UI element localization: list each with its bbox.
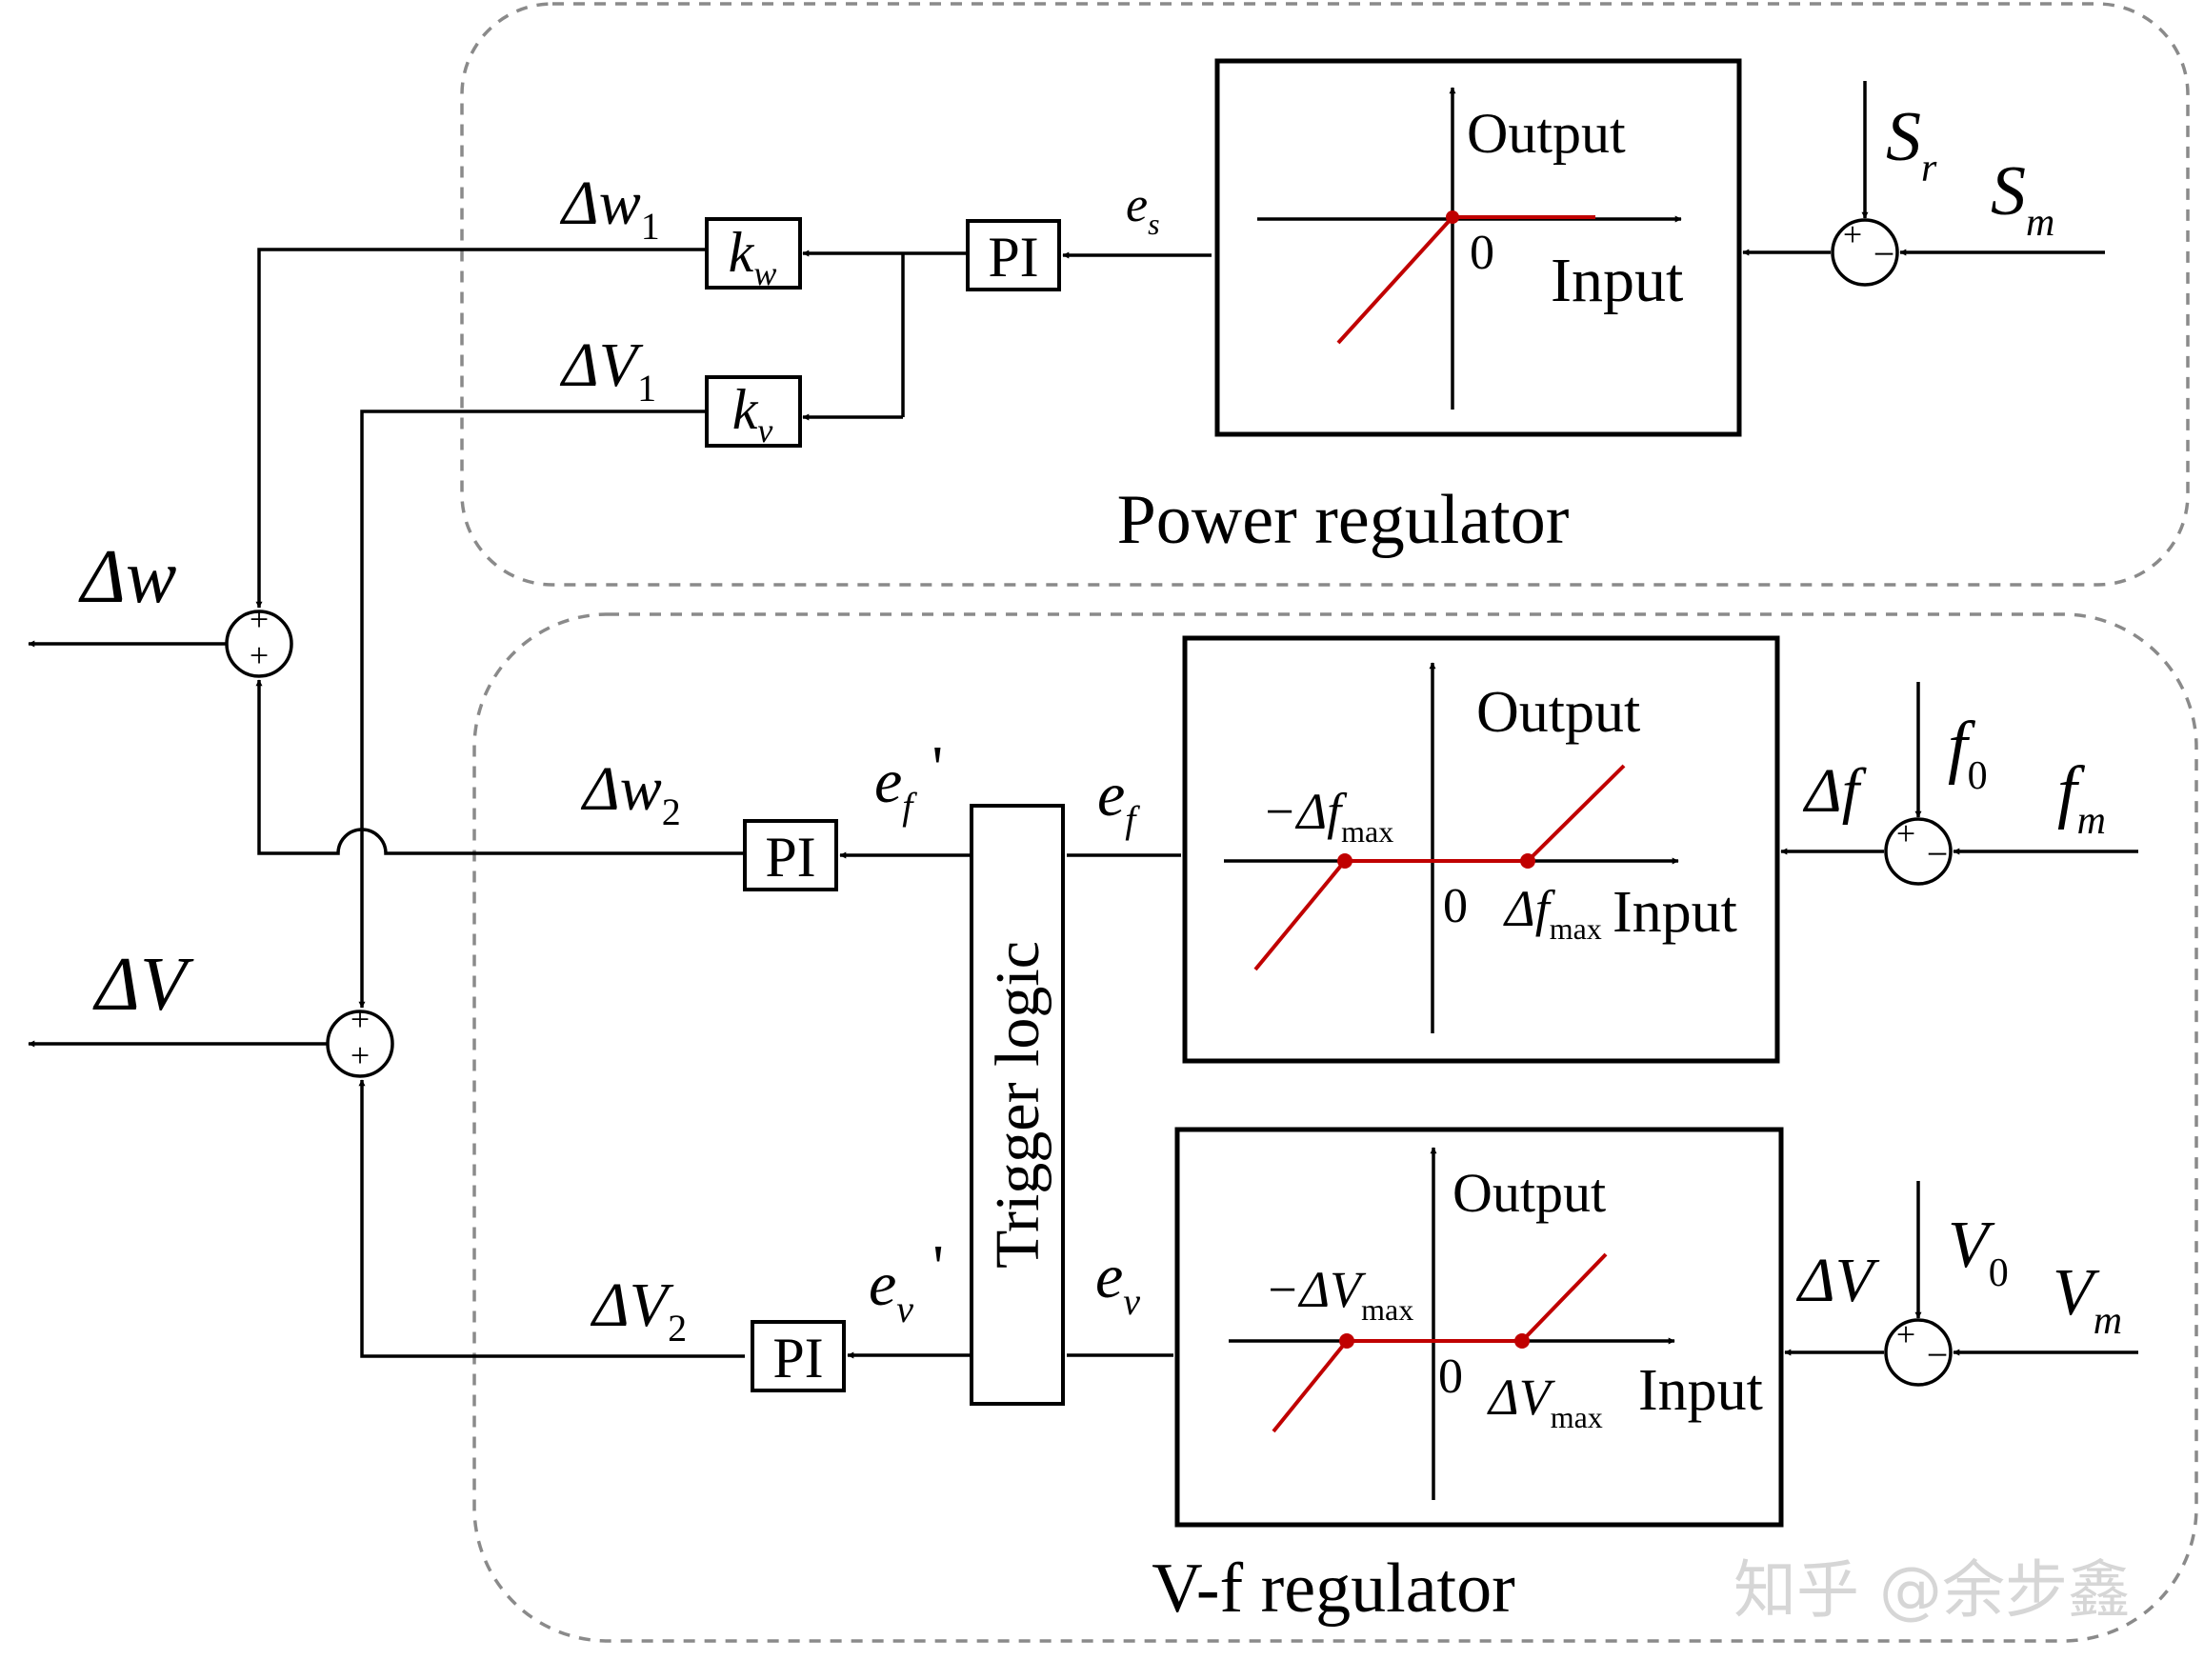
sum-sign-plus: + — [351, 1000, 370, 1038]
dvmax-label: ΔVmax — [1487, 1369, 1603, 1434]
sum-sign-plus: + — [1843, 215, 1862, 253]
dw2-path — [255, 679, 745, 855]
volt-graph-input-label: Input — [1638, 1358, 1763, 1423]
dv2-label: ΔV2 — [590, 1270, 687, 1350]
power-regulator-title: Power regulator — [1117, 481, 1570, 559]
ef-prime-label: ef' — [874, 733, 943, 828]
sum-sign-plus: + — [1896, 1315, 1915, 1353]
dv2-path — [358, 1079, 745, 1358]
dw1-path — [255, 248, 707, 609]
volt-characteristic-curve — [1272, 1252, 1608, 1433]
power-deadzone-box — [1214, 58, 1742, 437]
ef-label: ef — [1097, 760, 1140, 841]
sum-sign-plus: + — [250, 600, 269, 638]
freq-deadzone-box — [1182, 635, 1780, 1064]
kv-label: kv — [732, 378, 773, 450]
sum-sign-plus: + — [351, 1036, 370, 1074]
freq-pi-block — [743, 819, 838, 891]
power-origin-point — [1446, 210, 1459, 224]
volt-pi-block — [751, 1320, 846, 1392]
power-graph-zero-label: 0 — [1470, 226, 1494, 280]
freq-pos-threshold-point — [1520, 853, 1535, 869]
volt-sum-junction — [1884, 1318, 1953, 1387]
es-label: es — [1126, 178, 1160, 241]
sum-sign-minus: − — [1927, 1333, 1949, 1376]
volt-deadzone-box — [1174, 1127, 1784, 1528]
sum-sign-minus: − — [1873, 232, 1895, 275]
sr-label: Sr — [1886, 98, 1937, 190]
kv-gain-block — [705, 375, 802, 448]
dv-input-label: ΔV — [1795, 1246, 1880, 1315]
ev-label: ev — [1095, 1242, 1140, 1323]
sm-label: Sm — [1991, 152, 2054, 245]
kw-gain-block — [705, 217, 802, 290]
power-graph-output-label: Output — [1467, 102, 1626, 165]
neg-dvmax-label: −ΔVmax — [1265, 1261, 1413, 1327]
vf-regulator-title: V-f regulator — [1152, 1550, 1515, 1628]
sum-sign-plus: + — [250, 636, 269, 674]
v0-label: V0 — [1948, 1209, 2009, 1295]
volt-pi-label: PI — [772, 1327, 823, 1390]
dfmax-label: Δfmax — [1503, 880, 1602, 946]
freq-pi-label: PI — [765, 826, 815, 889]
power-sum-junction — [1831, 218, 1899, 287]
freq-sum-junction — [1884, 817, 1953, 886]
power-regulator-region — [460, 2, 2190, 587]
freq-neg-threshold-point — [1337, 853, 1352, 869]
dw2-label: Δw2 — [580, 754, 681, 833]
volt-neg-threshold-point — [1339, 1333, 1354, 1349]
dv-output-label: ΔV — [92, 943, 194, 1027]
freq-graph-zero-label: 0 — [1443, 879, 1468, 933]
sum-sign-minus: − — [1927, 832, 1949, 875]
kw-label: kw — [729, 221, 777, 292]
df-label: Δf — [1802, 756, 1867, 826]
volt-graph-output-label: Output — [1453, 1162, 1606, 1224]
dv1-path — [358, 410, 707, 1009]
freq-graph-input-label: Input — [1613, 880, 1737, 945]
power-pi-label: PI — [988, 226, 1038, 289]
neg-dfmax-label: −Δfmax — [1262, 783, 1393, 849]
watermark-text: 知乎 @余步鑫 — [1733, 1553, 2131, 1627]
trigger-logic-label: Trigger logic — [983, 941, 1052, 1269]
sum-sign-plus: + — [1896, 814, 1915, 852]
vm-label: Vm — [2053, 1256, 2122, 1343]
freq-graph-output-label: Output — [1476, 680, 1640, 745]
trigger-logic-block — [970, 804, 1065, 1406]
dv1-label: ΔV1 — [559, 330, 656, 410]
vf-regulator-region — [472, 612, 2198, 1643]
volt-graph-zero-label: 0 — [1438, 1350, 1463, 1404]
power-graph-input-label: Input — [1551, 246, 1683, 315]
ev-prime-label: ev' — [869, 1232, 944, 1330]
power-pi-block — [966, 219, 1061, 291]
fm-label: fm — [2057, 752, 2106, 843]
freq-characteristic-curve — [1253, 764, 1626, 971]
dw-output-label: Δw — [78, 535, 176, 619]
dw1-label: Δw1 — [559, 169, 660, 248]
volt-pos-threshold-point — [1514, 1333, 1530, 1349]
f0-label: f0 — [1948, 708, 1988, 798]
